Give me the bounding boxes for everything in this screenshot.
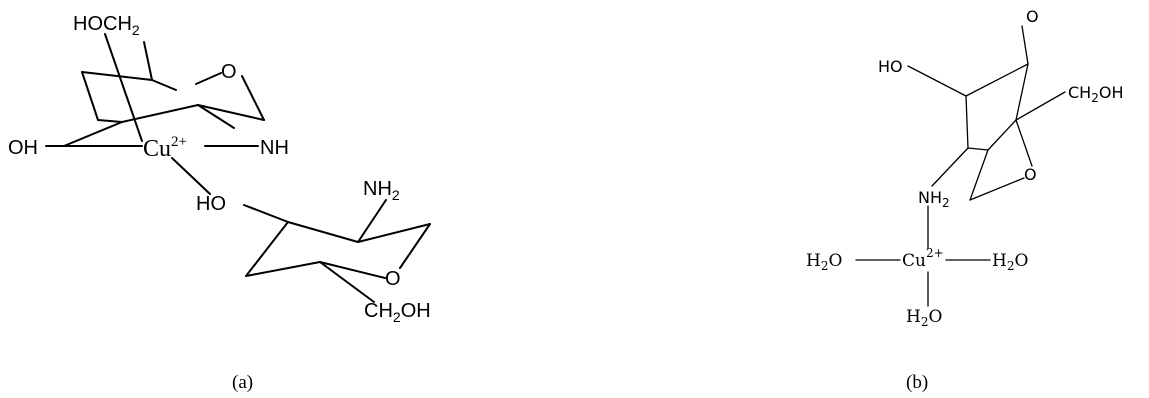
panel-a-oh-label: OH [8, 137, 38, 159]
panel-b-water-bottom: H2O [906, 307, 942, 329]
panel-b-ring-oxygen: O [1024, 165, 1037, 184]
panel-a-copper-ion: Cu2+ [143, 134, 187, 162]
panel-b-carbonyl-oxygen: O [1026, 7, 1039, 26]
panel-b-ring-bonds [855, 25, 1066, 307]
panel-a-nh2-label: NH2 [363, 178, 400, 203]
panel-b-ho-label: HO [878, 57, 903, 76]
panel-b-water-left: H2O [806, 251, 842, 273]
panel-a-upper-ring-bonds [45, 33, 265, 195]
panel-a-upper-ring-oxygen: O [221, 61, 237, 83]
panel-b-copper-ion: Cu2+ [902, 246, 944, 271]
panel-a-caption: (a) [232, 372, 253, 393]
panel-a-lower-ring-bonds [243, 199, 431, 303]
panel-a-hoch2-label: HOCH2 [73, 13, 140, 38]
panel-a-lower-ring-oxygen: O [385, 268, 401, 290]
panel-b-nh2-label: NH2 [918, 188, 950, 210]
panel-a-ho-label: HO [196, 193, 226, 215]
panel-a-ch2oh-label: CH2OH [364, 300, 431, 325]
panel-b-copper-aqua-complex: O HO CH2OH O NH2 H2O Cu2+ H2O H2O (b) [806, 7, 1123, 393]
panel-b-ch2oh-label: CH2OH [1068, 83, 1123, 105]
panel-a-atom-labels: HOCH2 O OH Cu2+ NH HO NH2 O CH2OH [8, 13, 431, 325]
panel-a-nh-label: NH [260, 137, 289, 159]
panel-b-atom-labels: O HO CH2OH O NH2 H2O Cu2+ H2O H2O [806, 7, 1123, 329]
panel-b-caption: (b) [906, 372, 928, 393]
panel-a-copper-chitosan-complex: HOCH2 O OH Cu2+ NH HO NH2 O CH2OH (a) [8, 13, 431, 393]
panel-b-water-right: H2O [992, 251, 1028, 273]
